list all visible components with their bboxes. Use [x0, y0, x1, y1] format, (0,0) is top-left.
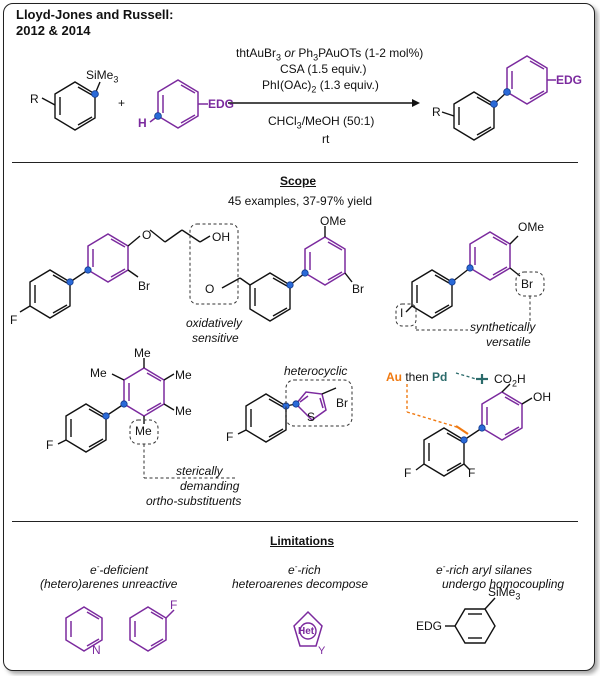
note-sterically: sterically	[176, 464, 223, 478]
fluorobenzene-structure	[129, 606, 175, 652]
heteroarene-structure	[293, 610, 323, 647]
co2h-label: CO2H	[494, 372, 526, 389]
condition-temperature: rt	[322, 132, 330, 146]
br-label-1: Br	[138, 279, 150, 293]
product-edg-label: EDG	[556, 73, 583, 87]
note-demanding: demanding	[180, 479, 240, 493]
limitation-2-line1: e--rich	[288, 562, 321, 577]
compound-oxidatively-sensitive	[19, 223, 353, 322]
edg-aryl-silane-structure	[445, 597, 496, 644]
note-sensitive: sensitive	[192, 331, 239, 345]
br-label-4: Br	[336, 396, 348, 410]
oh-label-2: OH	[533, 390, 551, 404]
condition-solvent: CHCl3/MeOH (50:1)	[268, 114, 375, 131]
compound-heterocyclic	[237, 379, 353, 443]
i-label: I	[400, 306, 404, 320]
ome-label-2: OMe	[518, 220, 545, 234]
br-label-2: Br	[352, 282, 364, 296]
product-biaryl-structure	[441, 55, 556, 141]
me-label-4: Me	[175, 404, 192, 418]
aryl-silane-structure	[41, 81, 101, 131]
f-label-4: F	[404, 466, 412, 480]
me-label-3: Me	[175, 368, 192, 382]
f-label-2: F	[46, 438, 54, 452]
au-then-pd-label: Au then Pd	[386, 370, 448, 384]
note-versatile: versatile	[486, 335, 531, 349]
limitation-1-line1: e--deficient	[90, 562, 149, 577]
divider-bottom	[12, 521, 578, 522]
limitation-3-line1: e--rich aryl silanes	[436, 562, 533, 577]
ether-o-label: O	[142, 228, 152, 242]
oh-label: OH	[212, 230, 230, 244]
note-heterocyclic: heterocyclic	[284, 364, 348, 378]
divider-top	[12, 162, 578, 163]
limitation-3-line2: undergo homocoupling	[442, 577, 565, 591]
reactant-r-label: R	[30, 92, 39, 106]
h-label: H	[138, 116, 147, 130]
limitation-sime3-label: SiMe3	[488, 585, 521, 602]
compound-synthetically-versatile	[395, 231, 545, 331]
note-ortho-substituents: ortho-substituents	[146, 494, 242, 508]
br-label-3: Br	[521, 277, 533, 291]
scope-title: Scope	[280, 174, 317, 188]
scheme-frame	[3, 3, 595, 671]
ome-label-1: OMe	[320, 214, 347, 228]
limitations-title: Limitations	[270, 534, 335, 548]
plus-sign: +	[118, 96, 126, 110]
sime3-label: SiMe3	[86, 68, 119, 85]
arene-edg-structure	[149, 79, 208, 129]
het-label: Het	[298, 626, 315, 637]
aldehyde-o-label: O	[205, 282, 215, 296]
fluoro-f-label: F	[170, 598, 178, 612]
compound-sterically-demanding	[57, 358, 236, 479]
product-r-label: R	[432, 105, 441, 119]
compound-orthogonal-coupling	[406, 372, 533, 477]
f-label-5: F	[468, 466, 476, 480]
s-label: S	[307, 410, 316, 424]
limitation-edg-label: EDG	[416, 619, 443, 633]
note-oxidatively: oxidatively	[186, 316, 243, 330]
edg-label: EDG	[208, 97, 235, 111]
limitation-1-line2: (hetero)arenes unreactive	[40, 577, 178, 591]
y-label: Y	[318, 645, 326, 657]
me-label-5: Me	[135, 424, 152, 438]
condition-oxidant: PhI(OAc)2 (1.3 equiv.)	[262, 78, 379, 95]
condition-acid: CSA (1.5 equiv.)	[280, 62, 367, 76]
pyridine-n-label: N	[92, 643, 101, 657]
reaction-arrow	[228, 99, 420, 107]
f-label-3: F	[226, 430, 234, 444]
f-label-1: F	[10, 313, 18, 327]
condition-catalyst: thtAuBr3 or Ph3PAuOTs (1-2 mol%)	[236, 46, 424, 63]
header-title-line2: 2012 & 2014	[16, 23, 91, 38]
limitation-2-line2: heteroarenes decompose	[232, 577, 369, 591]
note-synthetically: synthetically	[470, 320, 536, 334]
scope-subtitle: 45 examples, 37-97% yield	[228, 194, 373, 208]
header-title-line1: Lloyd-Jones and Russell:	[16, 7, 174, 22]
me-label-1: Me	[90, 366, 107, 380]
pyridine-structure	[65, 606, 103, 652]
me-label-2: Me	[134, 346, 151, 360]
